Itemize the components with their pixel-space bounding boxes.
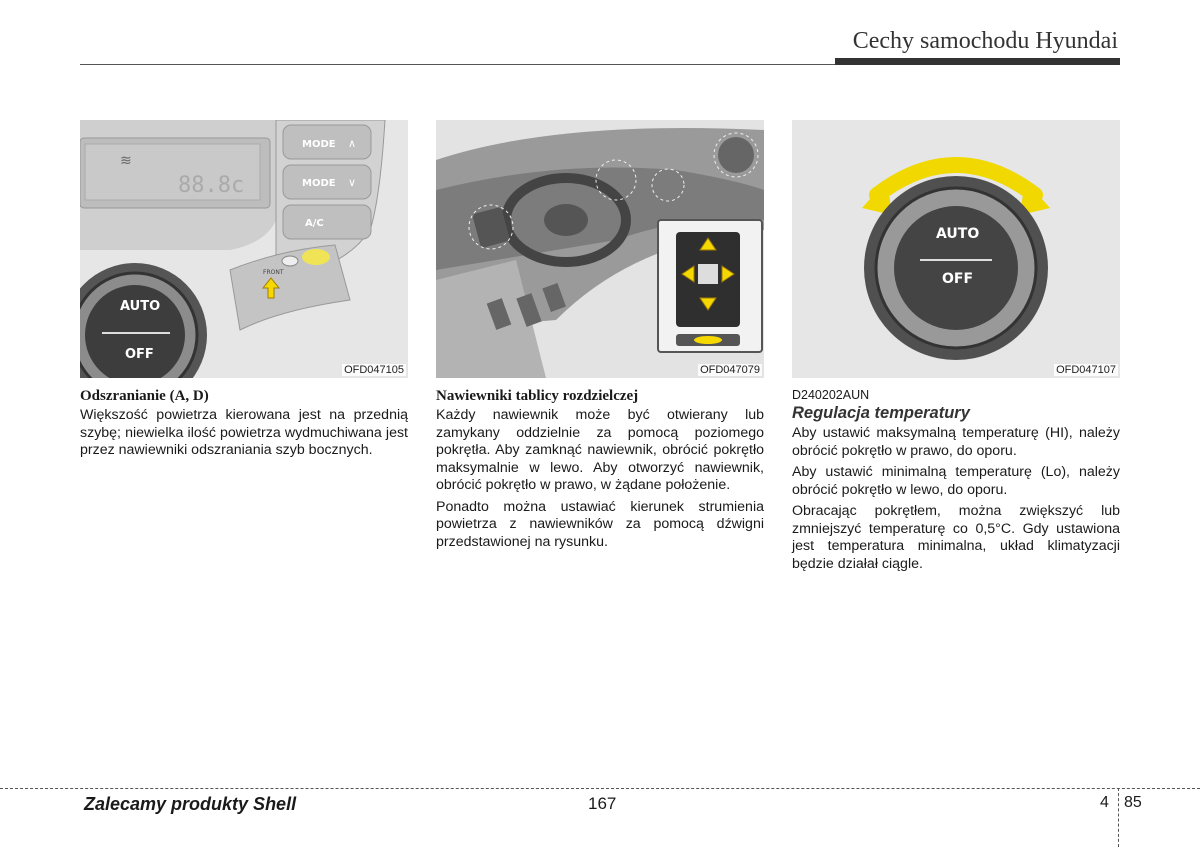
- header-bar: [835, 58, 1120, 65]
- svg-text:∧: ∧: [348, 137, 356, 150]
- ac-label: A/C: [305, 218, 324, 229]
- document-code: D240202AUN: [792, 388, 870, 402]
- footer-divider: [1118, 788, 1119, 847]
- svg-text:∨: ∨: [348, 176, 356, 189]
- section-title: Cechy samochodu Hyundai: [852, 28, 1118, 54]
- section-heading: Odszranianie (A, D): [80, 388, 209, 404]
- mode-up-label: MODE: [302, 139, 336, 150]
- front-label: FRONT: [263, 269, 284, 276]
- section-heading: Nawiewniki tablicy rozdzielczej: [436, 388, 639, 404]
- figure-code: OFD047107: [1054, 364, 1118, 376]
- paragraph: Każdy nawiewnik może być otwierany lub z…: [436, 407, 764, 493]
- footer-section-page: 85: [1124, 794, 1142, 811]
- dashboard-illustration: [436, 120, 764, 378]
- paragraph: Ponadto można ustawiać kierunek strumien…: [436, 498, 764, 550]
- paragraph: Aby ustawić maksymalną temperaturę (HI),…: [792, 425, 1120, 459]
- figure-code: OFD047079: [698, 364, 762, 376]
- auto-label: AUTO: [936, 226, 979, 242]
- figure-defrost-panel: ≋ 88.8c MODE ∧ MODE ∨ A/C FRONT AUTO OFF…: [80, 120, 408, 378]
- footer-chapter: 4: [1100, 794, 1109, 811]
- header-rule: [80, 64, 1120, 65]
- column-temperature: AUTO OFF OFD047107 D240202AUN Regulacja …: [792, 120, 1120, 577]
- lcd-readout: 88.8c: [178, 173, 244, 198]
- paragraph: Większość powietrza kierowana jest na pr…: [80, 407, 408, 458]
- paragraph: Obracając pokrętłem, można zwiększyć lub…: [792, 503, 1120, 572]
- figure-temperature-knob: AUTO OFF OFD047107: [792, 120, 1120, 378]
- footer-page-number: 167: [588, 794, 617, 813]
- section-heading: Regulacja temperatury: [792, 404, 970, 422]
- mode-down-label: MODE: [302, 178, 336, 189]
- svg-text:≋: ≋: [120, 153, 132, 169]
- figure-dashboard-vents: OFD047079: [436, 120, 764, 378]
- column-vents: OFD047079 Nawiewniki tablicy rozdzielcze…: [436, 120, 764, 555]
- off-label: OFF: [942, 271, 973, 287]
- footer-slogan: Zalecamy produkty Shell: [84, 794, 297, 814]
- climate-panel-illustration: ≋ 88.8c MODE ∧ MODE ∨ A/C FRONT AUTO OFF: [80, 120, 408, 378]
- paragraph: Aby ustawić minimalną temperaturę (Lo), …: [792, 464, 1120, 498]
- auto-label: AUTO: [120, 299, 160, 314]
- off-label: OFF: [125, 347, 154, 362]
- figure-code: OFD047105: [342, 364, 406, 376]
- temperature-knob-illustration: AUTO OFF: [792, 120, 1120, 378]
- footer-rule: [0, 788, 1200, 789]
- column-defrost: ≋ 88.8c MODE ∧ MODE ∨ A/C FRONT AUTO OFF…: [80, 120, 408, 464]
